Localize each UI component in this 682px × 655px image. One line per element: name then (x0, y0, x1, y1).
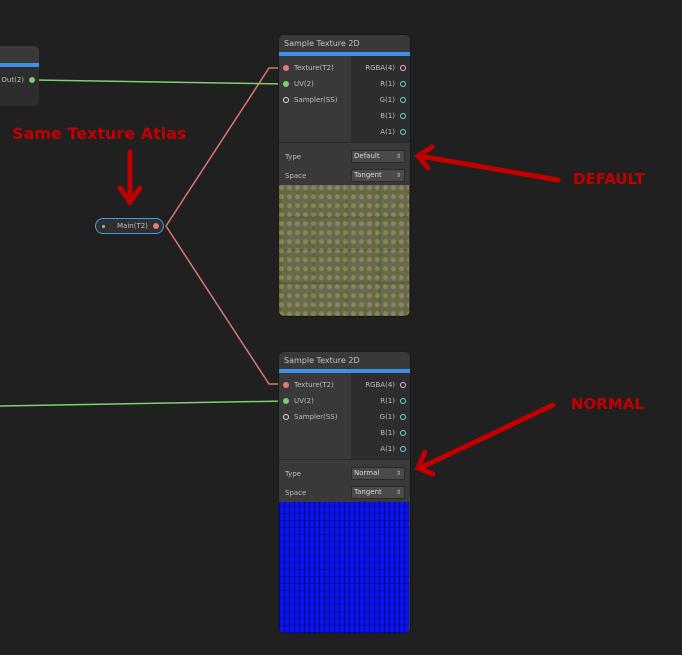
normal-map-preview (279, 502, 409, 633)
texture-wire-bottom (165, 225, 287, 385)
output-port-rgba[interactable]: RGBA(4) (352, 60, 410, 76)
port-dot-icon (400, 430, 406, 436)
port-dot-icon (400, 398, 406, 404)
input-port-texture[interactable]: Texture(T2) (279, 60, 351, 76)
port-dot-icon[interactable] (152, 223, 159, 229)
port-dot-icon (400, 97, 406, 103)
node-title: Sample Texture 2D (279, 35, 410, 52)
input-port-uv[interactable]: UV(2) (279, 76, 351, 92)
texture-wire-top (165, 67, 287, 227)
space-label: Space (285, 171, 307, 180)
property-label: Main(T2) (117, 222, 148, 230)
node-title: Sample Texture 2D (279, 352, 410, 369)
input-port-sampler[interactable]: Sampler(SS) (279, 409, 351, 425)
space-label: Space (285, 488, 307, 497)
dropdown-arrow-icon: ⇕ (395, 153, 401, 160)
left-node[interactable]: Out(2) (0, 46, 39, 106)
port-dot-icon (283, 65, 289, 71)
type-dropdown[interactable]: Normal⇕ (351, 467, 405, 480)
uv-wire-top (33, 79, 288, 85)
sample-texture-node-default[interactable]: Sample Texture 2D Texture(T2) UV(2) Samp… (279, 35, 410, 316)
property-node-main[interactable]: Main(T2) (95, 218, 164, 234)
type-label: Type (285, 152, 302, 161)
annotation-normal: NORMAL (571, 395, 644, 413)
dropdown-arrow-icon: ⇕ (395, 172, 401, 179)
output-port-r[interactable]: R(1) (352, 76, 410, 92)
dropdown-arrow-icon: ⇕ (395, 489, 401, 496)
input-port-texture[interactable]: Texture(T2) (279, 377, 351, 393)
output-port-a[interactable]: A(1) (352, 441, 410, 457)
input-port-uv[interactable]: UV(2) (279, 393, 351, 409)
output-port-b[interactable]: B(1) (352, 425, 410, 441)
property-indicator-icon (102, 224, 105, 228)
output-port-a[interactable]: A(1) (352, 124, 410, 140)
out-port[interactable]: Out(2) (1, 76, 35, 84)
port-dot-icon (283, 97, 289, 103)
port-dot-icon (283, 81, 289, 87)
space-dropdown[interactable]: Tangent⇕ (351, 486, 405, 499)
texture-preview (279, 185, 409, 316)
port-dot-icon (400, 81, 406, 87)
annotation-atlas: Same Texture Atlas (12, 124, 187, 143)
type-label: Type (285, 469, 302, 478)
output-port-r[interactable]: R(1) (352, 393, 410, 409)
port-dot-icon (29, 77, 35, 83)
port-dot-icon (283, 414, 289, 420)
sample-texture-node-normal[interactable]: Sample Texture 2D Texture(T2) UV(2) Samp… (279, 352, 410, 633)
annotation-default: DEFAULT (573, 170, 645, 188)
type-dropdown[interactable]: Default⇕ (351, 150, 405, 163)
port-dot-icon (283, 382, 289, 388)
port-dot-icon (400, 113, 406, 119)
port-dot-icon (283, 398, 289, 404)
input-port-sampler[interactable]: Sampler(SS) (279, 92, 351, 108)
space-dropdown[interactable]: Tangent⇕ (351, 169, 405, 182)
port-dot-icon (400, 382, 406, 388)
port-dot-icon (400, 446, 406, 452)
output-port-g[interactable]: G(1) (352, 92, 410, 108)
uv-wire-bottom (0, 400, 288, 407)
output-port-g[interactable]: G(1) (352, 409, 410, 425)
dropdown-arrow-icon: ⇕ (395, 470, 401, 477)
port-dot-icon (400, 129, 406, 135)
output-port-rgba[interactable]: RGBA(4) (352, 377, 410, 393)
port-dot-icon (400, 414, 406, 420)
output-port-b[interactable]: B(1) (352, 108, 410, 124)
port-dot-icon (400, 65, 406, 71)
